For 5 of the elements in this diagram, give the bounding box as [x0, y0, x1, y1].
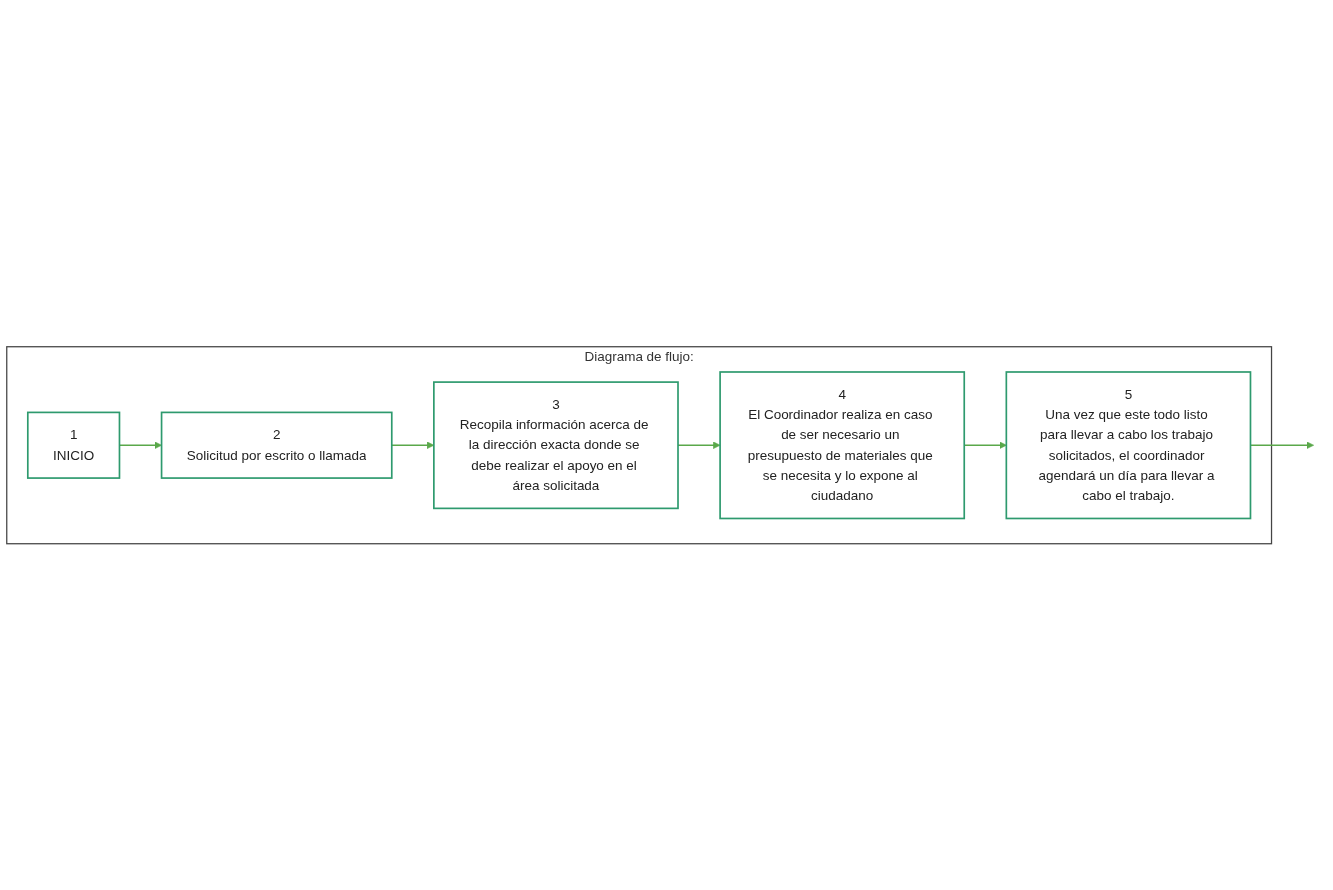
node-box: 3 Recopila información acerca de la dirección exacta donde se debe realizar el apoyo en el área solicitada — [433, 381, 679, 509]
node-box: 1 INICIO — [26, 411, 121, 479]
node-box: 4 El Coordinador realiza en caso de ser necesario un presupuesto de materiales que se necesita y lo expone al ciudadano — [719, 370, 966, 520]
node-box: 5 Una vez que este todo listo para llevar a cabo los trabajo solicitados, el coordinador agendará un día para llevar a cabo el trabajo. — [1005, 370, 1252, 520]
node-box: 2 Solicitud por escrito o llamada — [160, 411, 393, 479]
